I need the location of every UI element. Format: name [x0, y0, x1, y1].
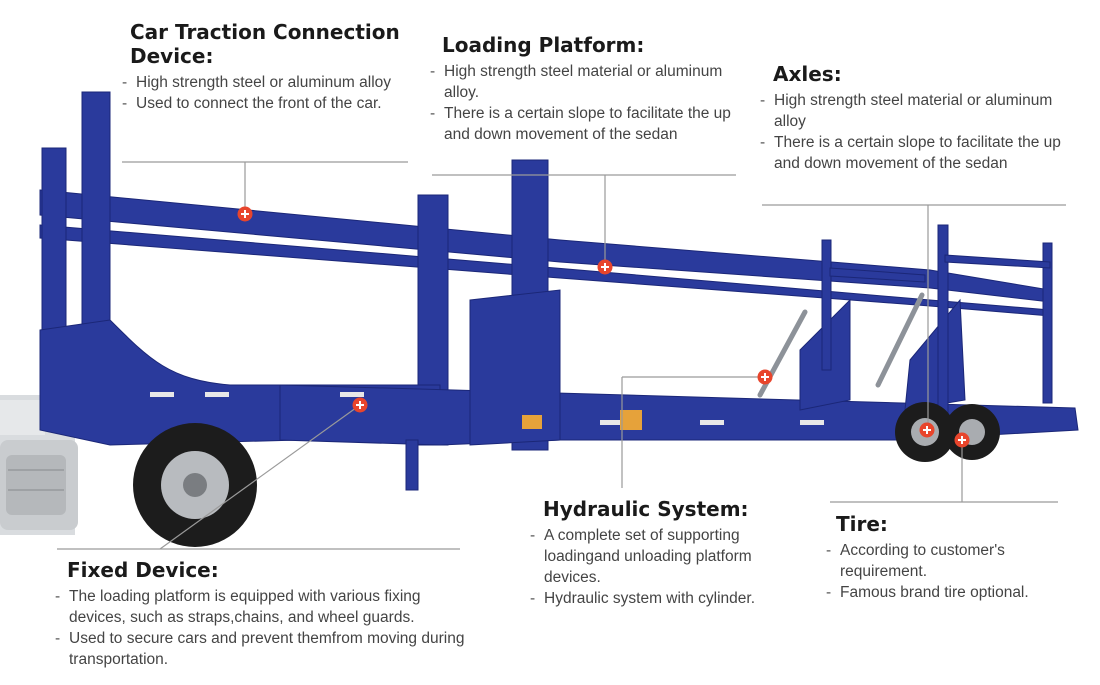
marker-fixed	[352, 397, 368, 413]
callout-title: Axles:	[773, 62, 842, 86]
callout-tire: Tire: According to customer's requiremen…	[826, 512, 1076, 603]
callout-item: According to customer's requirement.	[826, 540, 1076, 582]
leader-lines	[57, 161, 1066, 550]
callout-markers	[237, 206, 970, 448]
callout-item: A complete set of supporting loadingand …	[530, 525, 805, 588]
reflector-strips	[150, 392, 824, 430]
trailer-frame	[39, 91, 1079, 491]
callout-title: Fixed Device:	[67, 558, 219, 582]
marker-platform	[597, 259, 613, 275]
callout-list: High strength steel material or aluminum…	[430, 61, 735, 145]
callout-title: Loading Platform:	[442, 33, 645, 57]
callout-item: Hydraulic system with cylinder.	[530, 588, 805, 609]
callout-list: The loading platform is equipped with va…	[55, 586, 475, 670]
callout-list: High strength steel material or aluminum…	[760, 90, 1070, 174]
truck-wheel	[133, 423, 257, 547]
callout-item: There is a certain slope to facilitate t…	[430, 103, 735, 145]
callout-title: Car Traction Connection Device:	[130, 20, 400, 68]
callout-axles: Axles: High strength steel material or a…	[760, 62, 1070, 174]
callout-title: Tire:	[836, 512, 888, 536]
callout-loading-platform: Loading Platform: High strength steel ma…	[430, 33, 735, 145]
marker-hydraulic	[757, 369, 773, 385]
marker-tire	[954, 432, 970, 448]
callout-item: Used to secure cars and prevent themfrom…	[55, 628, 475, 670]
callout-list: According to customer's requirement. Fam…	[826, 540, 1076, 603]
callout-item: Used to connect the front of the car.	[122, 93, 402, 114]
callout-item: High strength steel material or aluminum…	[760, 90, 1070, 132]
callout-item: High strength steel material or aluminum…	[430, 61, 735, 103]
callout-list: High strength steel or aluminum alloy Us…	[122, 72, 402, 114]
callout-list: A complete set of supporting loadingand …	[530, 525, 805, 609]
callout-item: High strength steel or aluminum alloy	[122, 72, 402, 93]
callout-traction: Car Traction Connection Device: High str…	[122, 20, 402, 114]
callout-title: Hydraulic System:	[543, 497, 749, 521]
marker-traction	[237, 206, 253, 222]
callout-hydraulic-system: Hydraulic System: A complete set of supp…	[530, 497, 805, 609]
callout-item: There is a certain slope to facilitate t…	[760, 132, 1070, 174]
marker-axles	[919, 422, 935, 438]
callout-item: The loading platform is equipped with va…	[55, 586, 475, 628]
callout-item: Famous brand tire optional.	[826, 582, 1076, 603]
callout-fixed-device: Fixed Device: The loading platform is eq…	[55, 558, 475, 670]
